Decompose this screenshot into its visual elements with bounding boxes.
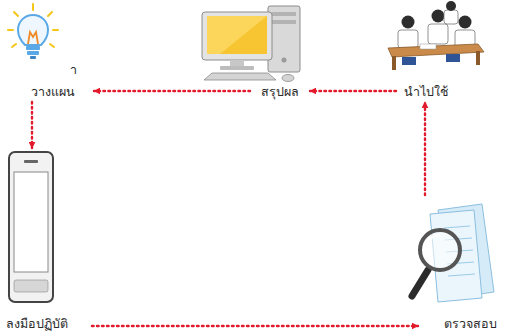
dotted-arrow: [424, 102, 426, 195]
step-node: ลงมือปฏิบัติ: [2, 148, 92, 333]
step-label: สรุปผล: [261, 84, 299, 100]
step-node: นำไปใช้: [396, 78, 456, 102]
dotted-arrow: [92, 325, 418, 327]
step-label: ตรวจสอบ: [444, 316, 497, 332]
dotted-arrow: [31, 102, 33, 148]
magnifier-papers-icon: [412, 204, 494, 302]
step-label: วางแผน: [31, 84, 75, 100]
step-node: สรุปผล: [250, 80, 310, 102]
step-node: วางแผน: [4, 2, 94, 102]
children-table-illustration: [388, 1, 484, 70]
step-label: นำไปใช้: [404, 84, 448, 100]
computer-icon: [202, 6, 300, 82]
step-node: ตรวจสอบ: [418, 195, 505, 333]
dotted-arrow: [310, 90, 396, 92]
phone-icon: [9, 152, 53, 302]
lightbulb-icon: [8, 4, 58, 59]
dotted-arrow: [94, 90, 250, 92]
step-label: ลงมือปฏิบัติ: [6, 316, 68, 332]
cropped-text: า: [70, 62, 77, 78]
